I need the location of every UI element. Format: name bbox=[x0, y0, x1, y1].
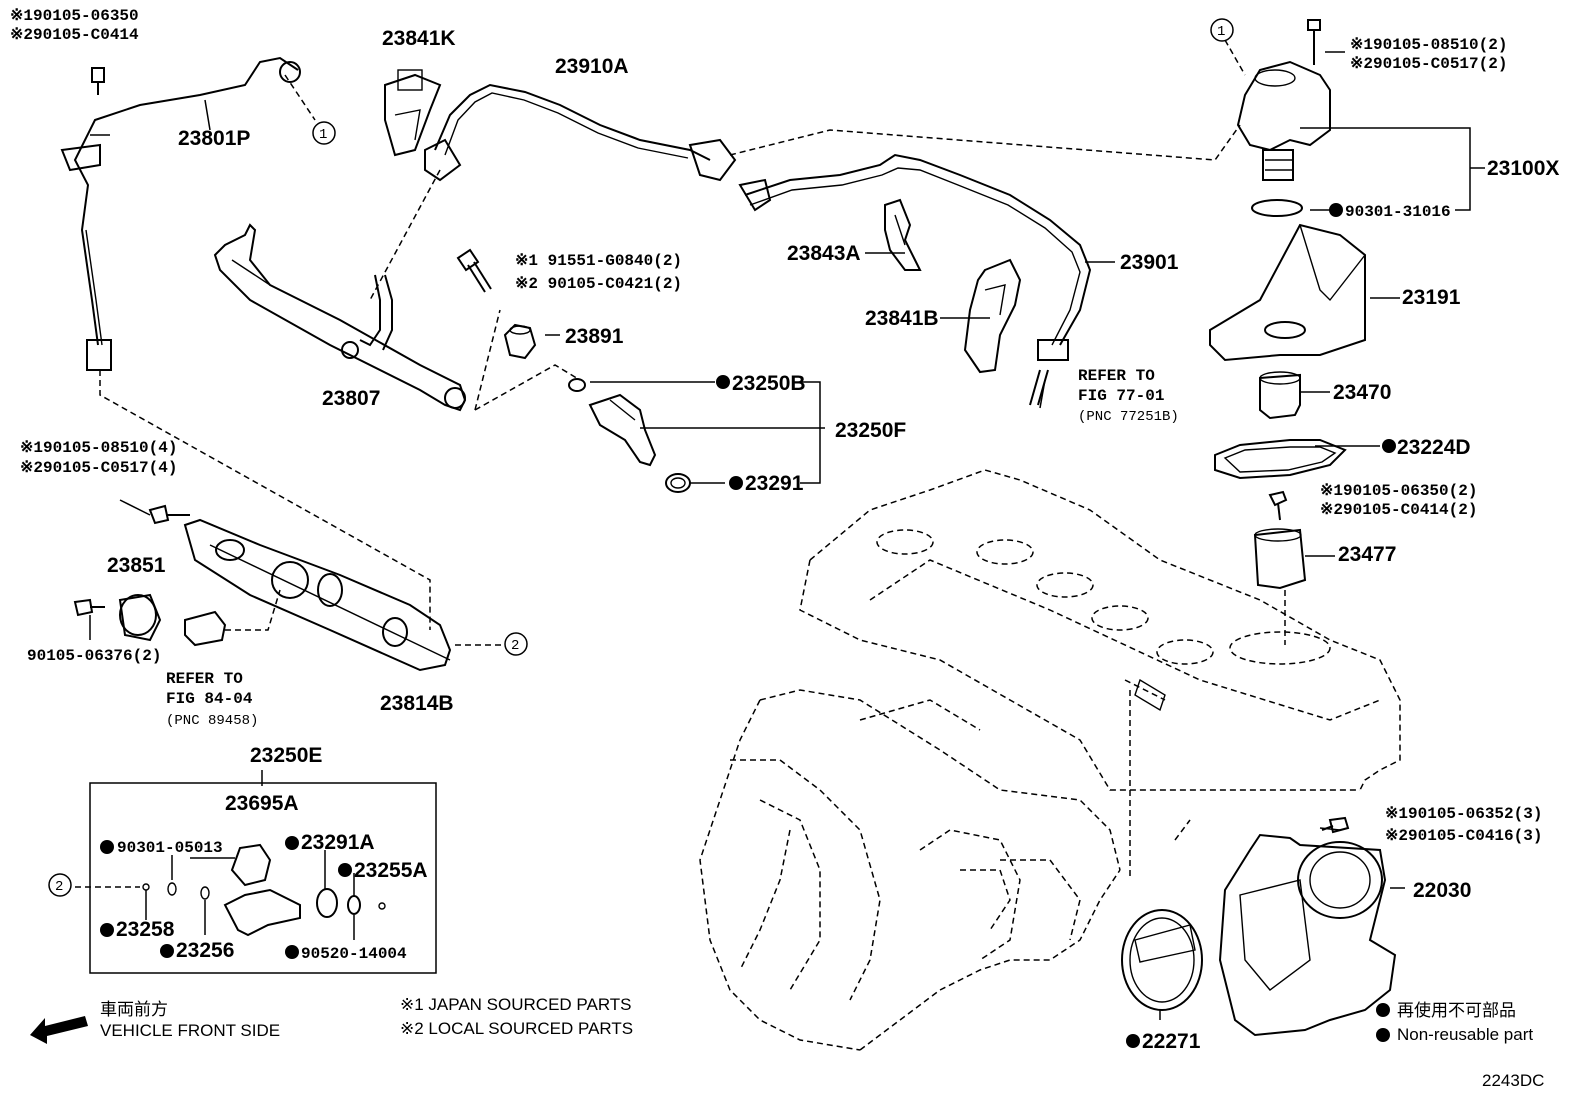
front-arrow-icon bbox=[30, 1016, 88, 1044]
label-90301-05013: 90301-05013 bbox=[117, 839, 223, 857]
label-23291: 23291 bbox=[745, 472, 804, 495]
non-reusable-dots bbox=[100, 203, 1396, 1048]
callout-1-a: 1 bbox=[319, 127, 327, 143]
refer1-line1: REFER TO bbox=[1078, 367, 1155, 385]
bolt-note-throttle-2: ※290105-C0416(3) bbox=[1385, 827, 1542, 845]
label-23250F: 23250F bbox=[835, 419, 906, 442]
bolt-note-tl-2: ※290105-C0414 bbox=[10, 26, 139, 44]
label-23841K: 23841K bbox=[382, 27, 456, 50]
label-23695A: 23695A bbox=[225, 792, 299, 815]
label-23843A: 23843A bbox=[787, 242, 861, 265]
bolt-note-deliv-1: ※190105-08510(4) bbox=[20, 439, 177, 457]
part-delivery-pipe-23807 bbox=[213, 223, 467, 412]
label-90301-31016: 90301-31016 bbox=[1345, 203, 1451, 221]
part-sensor-right bbox=[184, 610, 227, 647]
label-23807: 23807 bbox=[322, 387, 380, 410]
part-bolt-rail bbox=[456, 248, 492, 293]
bolt-note-tl-1: ※190105-06350 bbox=[10, 7, 139, 25]
part-fuel-pipe-23801P bbox=[60, 56, 301, 371]
label-23851: 23851 bbox=[107, 554, 166, 577]
bolt-note-rail-1: ※1 91551-G0840(2) bbox=[515, 252, 682, 270]
legend-nonreuse-en: Non-reusable part bbox=[1397, 1025, 1533, 1044]
refer2-line2: FIG 84-04 bbox=[166, 690, 253, 708]
part-sensor-23851 bbox=[73, 593, 162, 642]
label-90520-14004: 90520-14004 bbox=[301, 945, 407, 963]
engine-outline bbox=[699, 469, 1401, 1051]
label-23841B: 23841B bbox=[865, 307, 939, 330]
part-bolt-base bbox=[1268, 490, 1288, 521]
callout-markers bbox=[48, 18, 1234, 897]
legend-front-en: VEHICLE FRONT SIDE bbox=[100, 1021, 280, 1040]
part-connector-23841K bbox=[384, 69, 442, 157]
label-23470: 23470 bbox=[1333, 381, 1391, 404]
label-23250E: 23250E bbox=[250, 744, 322, 767]
legend-nonreuse-jp: 再使用不可部品 bbox=[1397, 1000, 1516, 1020]
kit-box-23250E bbox=[89, 770, 437, 974]
part-gasket-22271 bbox=[1121, 909, 1203, 1011]
label-22271: 22271 bbox=[1142, 1030, 1201, 1053]
figure-code: 2243DC bbox=[1482, 1071, 1544, 1090]
label-23258: 23258 bbox=[116, 918, 175, 941]
bolt-note-rail-2: ※2 90105-C0421(2) bbox=[515, 275, 682, 293]
label-23801P: 23801P bbox=[178, 127, 250, 150]
callout-numbers: 1 1 2 2 bbox=[55, 24, 1225, 895]
callout-1-b: 1 bbox=[1217, 24, 1225, 40]
label-23891: 23891 bbox=[565, 325, 624, 348]
leader-lines bbox=[75, 39, 1485, 1020]
part-housing-23477 bbox=[1253, 528, 1307, 590]
refer2-line3: (PNC 89458) bbox=[166, 713, 258, 729]
label-23910A: 23910A bbox=[555, 55, 629, 78]
bolt-note-pump-2: ※290105-C0517(2) bbox=[1350, 55, 1507, 73]
label-23100X: 23100X bbox=[1487, 157, 1559, 180]
refer1-line2: FIG 77-01 bbox=[1078, 387, 1164, 405]
label-22030: 22030 bbox=[1413, 879, 1471, 902]
label-23250B: 23250B bbox=[732, 372, 806, 395]
legend-front-jp: 車両前方 bbox=[100, 1000, 168, 1019]
label-23256: 23256 bbox=[176, 939, 234, 962]
callout-2-a: 2 bbox=[511, 638, 519, 654]
part-labels: ※190105-06350 ※290105-C0414 23801P 23841… bbox=[10, 7, 1559, 1053]
legend-note-1: ※1 JAPAN SOURCED PARTS bbox=[400, 995, 632, 1014]
part-fuel-rail-23814B bbox=[148, 504, 452, 672]
label-23814B: 23814B bbox=[380, 692, 454, 715]
part-fuel-pump-23100X bbox=[1236, 19, 1331, 217]
part-gasket-23224D bbox=[1214, 439, 1347, 480]
label-23255A: 23255A bbox=[354, 859, 428, 882]
label-23477: 23477 bbox=[1338, 543, 1396, 566]
bolt-note-base-2: ※290105-C0414(2) bbox=[1320, 501, 1477, 519]
part-spacer-23891 bbox=[503, 323, 537, 360]
part-wire-23901 bbox=[744, 153, 1092, 406]
bolt-note-base-1: ※190105-06350(2) bbox=[1320, 482, 1477, 500]
label-23901: 23901 bbox=[1120, 251, 1179, 274]
label-90105-06376: 90105-06376(2) bbox=[27, 647, 161, 665]
label-23291A: 23291A bbox=[301, 831, 375, 854]
bolt-note-throttle-1: ※190105-06352(3) bbox=[1385, 805, 1542, 823]
legend-note-2: ※2 LOCAL SOURCED PARTS bbox=[400, 1019, 633, 1038]
part-bracket-23191 bbox=[1209, 223, 1366, 362]
part-lifter-23470 bbox=[1259, 371, 1301, 420]
refer1-line3: (PNC 77251B) bbox=[1078, 409, 1179, 425]
part-injector-23250F bbox=[568, 378, 691, 493]
part-throttle-body-22030 bbox=[1218, 816, 1397, 1037]
label-23224D: 23224D bbox=[1397, 436, 1471, 459]
bolt-note-pump-1: ※190105-08510(2) bbox=[1350, 36, 1507, 54]
callout-2-b: 2 bbox=[55, 879, 63, 895]
bolt-note-deliv-2: ※290105-C0517(4) bbox=[20, 459, 177, 477]
part-connector-23841B bbox=[963, 258, 1022, 374]
legend: 車両前方 VEHICLE FRONT SIDE ※1 JAPAN SOURCED… bbox=[100, 995, 1544, 1090]
part-sensor-23843A bbox=[884, 198, 922, 271]
label-23191: 23191 bbox=[1402, 286, 1461, 309]
refer2-line1: REFER TO bbox=[166, 670, 243, 688]
part-wire-23910A bbox=[424, 83, 772, 212]
